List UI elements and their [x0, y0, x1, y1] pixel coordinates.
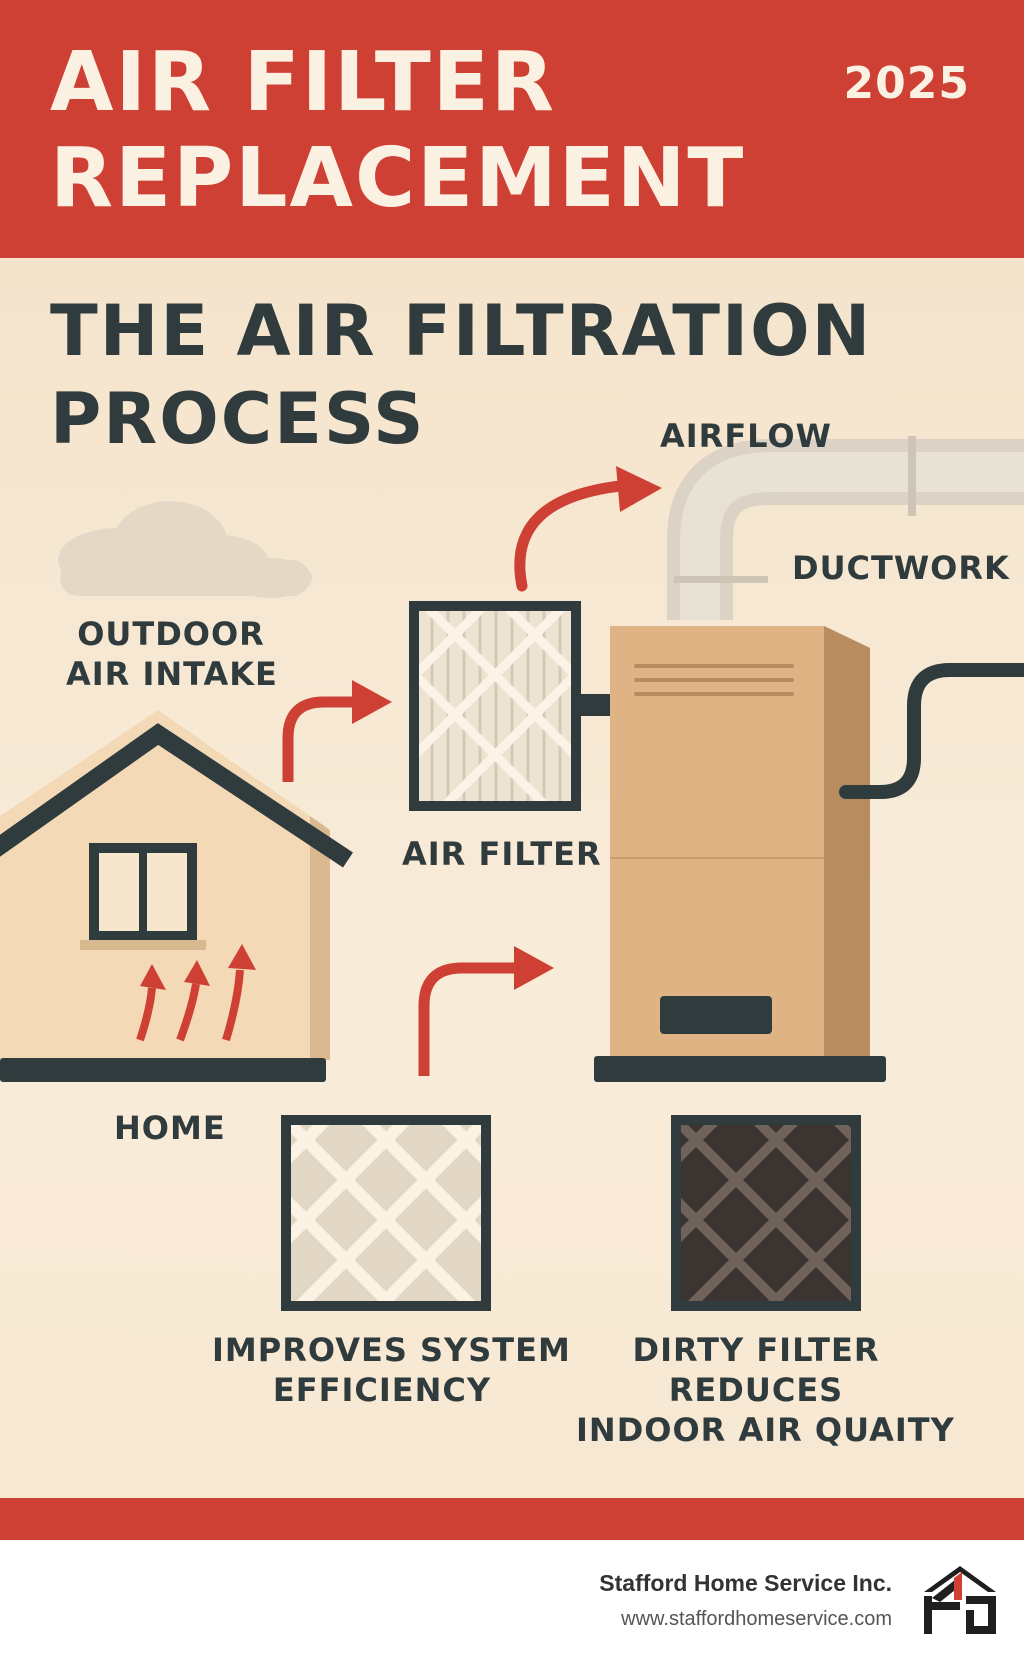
- page-title-line-1: AIR FILTER: [50, 35, 556, 130]
- footer: [0, 1540, 1024, 1666]
- outdoor-air-intake-label: OUTDOOR AIR INTAKE: [66, 614, 278, 694]
- title-banner: [0, 0, 1024, 258]
- stafford-logo-icon: [924, 1566, 996, 1634]
- bottom-red-bar: [0, 1498, 1024, 1540]
- dirty-filter-icon: [671, 1115, 861, 1311]
- page-title-line-2: REPLACEMENT: [50, 131, 746, 226]
- filtration-diagram: [0, 436, 1024, 1311]
- air-filter-icon: [409, 601, 610, 811]
- air-filter-label: AIR FILTER: [402, 835, 602, 873]
- furnace-icon: [594, 626, 886, 1082]
- return-arrow-icon: [418, 946, 554, 1076]
- ductwork-pipe-icon: [667, 436, 1024, 620]
- dirty-label-line-2: REDUCES: [668, 1371, 844, 1409]
- home-label: HOME: [114, 1109, 226, 1147]
- company-website[interactable]: www.staffordhomeservice.com: [621, 1608, 892, 1630]
- section-heading-line-2: PROCESS: [50, 378, 426, 460]
- section-heading-line-1: THE AIR FILTRATION: [50, 290, 873, 372]
- clean-label-line-2: EFFICIENCY: [272, 1371, 492, 1409]
- clean-filter-icon: [281, 1115, 491, 1311]
- dirty-label-line-1: DIRTY FILTER: [632, 1331, 880, 1369]
- airflow-label: AIRFLOW: [660, 417, 832, 455]
- dirty-filter-label: DIRTY FILTER REDUCES INDOOR AIR QUAITY: [576, 1330, 955, 1450]
- outdoor-label-line-2: AIR INTAKE: [66, 655, 278, 693]
- cloud-icon: [58, 501, 312, 598]
- airflow-arrow-icon: [514, 466, 662, 592]
- dirty-label-line-3: INDOOR AIR QUAITY: [576, 1411, 955, 1449]
- year-badge: 2025: [843, 58, 970, 109]
- ductwork-label: DUCTWORK: [792, 549, 1010, 587]
- exhaust-pipe-icon: [839, 663, 1024, 799]
- clean-label-line-1: IMPROVES SYSTEM: [212, 1331, 571, 1369]
- house-icon: [0, 710, 353, 1082]
- improves-efficiency-label: IMPROVES SYSTEM EFFICIENCY: [212, 1330, 571, 1410]
- intake-arrow-icon: [282, 680, 392, 782]
- company-name: Stafford Home Service Inc.: [599, 1570, 892, 1596]
- outdoor-label-line-1: OUTDOOR: [77, 615, 265, 653]
